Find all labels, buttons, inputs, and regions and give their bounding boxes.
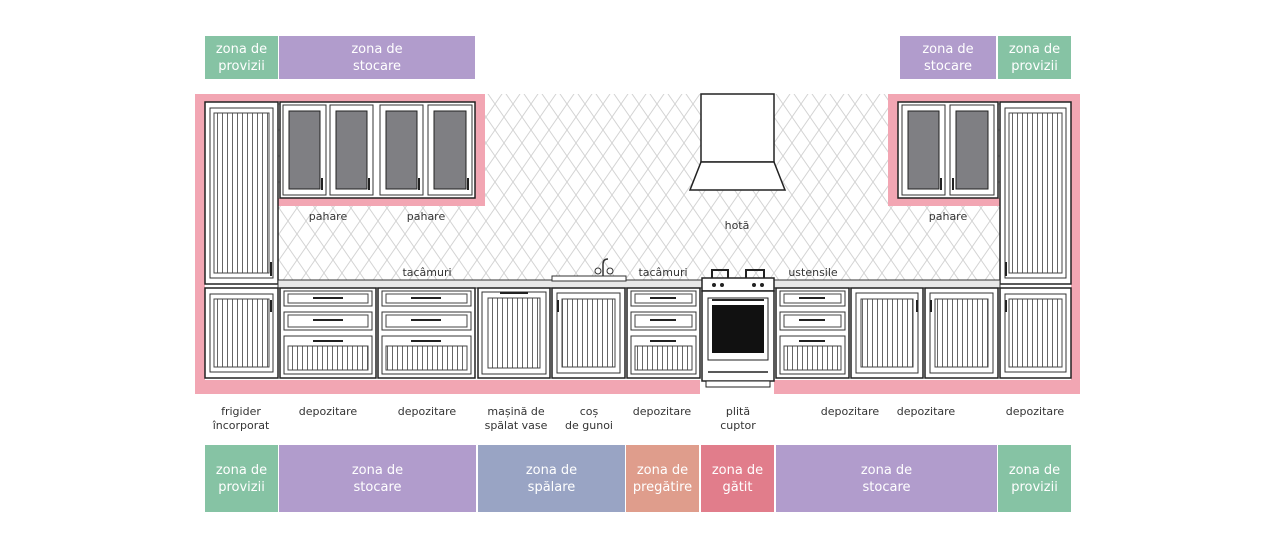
zone-label-line1: zona de <box>711 462 764 478</box>
label-frigider: frigider încorporat <box>201 405 281 433</box>
zone-label-line1: zona de <box>215 41 268 57</box>
zone-label-line1: zona de <box>1008 41 1061 57</box>
zone-label-line2: stocare <box>862 479 911 495</box>
bottom-zone-stocare-left: zona de stocare <box>279 445 476 512</box>
upper-glass-cabinets-left <box>279 101 476 199</box>
label-pahare-3: pahare <box>928 210 968 223</box>
zone-label-line1: zona de <box>1008 462 1061 478</box>
label-cos: coș de gunoi <box>554 405 624 433</box>
zone-label-line2: stocare <box>353 58 401 74</box>
top-zone-stocare-right: zona de stocare <box>900 36 996 79</box>
label-line1: coș <box>579 405 599 418</box>
top-zone-stocare-left: zona de stocare <box>279 36 475 79</box>
trash-cabinet <box>551 287 626 379</box>
countertop <box>277 279 1001 289</box>
tall-cabinet-left <box>204 101 279 285</box>
bottom-zone-provizii-right: zona de provizii <box>998 445 1071 512</box>
zone-label-line2: provizii <box>1011 58 1058 74</box>
zone-label-line2: stocare <box>924 58 972 74</box>
label-depozitare-2: depozitare <box>397 405 457 418</box>
zone-label-line1: zona de <box>525 462 578 478</box>
zone-label-line2: pregătire <box>632 479 693 495</box>
label-line2: spălat vase <box>484 419 548 432</box>
dishwasher <box>477 287 551 379</box>
label-tacamuri-2: tacâmuri <box>638 266 688 279</box>
label-depozitare-5: depozitare <box>896 405 956 418</box>
label-masina: mașină de spălat vase <box>474 405 558 433</box>
range-hood <box>688 93 787 191</box>
zone-label-line1: zona de <box>860 462 913 478</box>
base-fridge-lower-right <box>999 287 1072 379</box>
zone-label-line1: zona de <box>351 41 403 57</box>
label-pahare-1: pahare <box>308 210 348 223</box>
zone-label-line2: stocare <box>353 479 402 495</box>
label-ustensile: ustensile <box>788 266 838 279</box>
label-hota: hotă <box>724 219 750 232</box>
drawer-stack-1 <box>279 287 377 379</box>
bottom-zone-stocare-right: zona de stocare <box>776 445 997 512</box>
zone-label-line2: spălare <box>527 479 576 495</box>
base-door-cabinet-right-2 <box>924 287 999 379</box>
drawer-stack-3 <box>626 287 701 379</box>
tall-cabinet-right <box>999 101 1072 285</box>
label-depozitare-3: depozitare <box>632 405 692 418</box>
top-zone-provizii-right: zona de provizii <box>998 36 1071 79</box>
base-door-cabinet-right-1 <box>850 287 924 379</box>
bottom-zone-pregatire: zona de pregătire <box>626 445 699 512</box>
top-zone-provizii-left: zona de provizii <box>205 36 278 79</box>
upper-glass-cabinets-right <box>897 101 999 199</box>
label-depozitare-6: depozitare <box>1005 405 1065 418</box>
zone-label-line2: provizii <box>218 58 265 74</box>
label-line1: mașină de <box>487 405 545 418</box>
label-line2: cuptor <box>720 419 756 432</box>
bottom-zone-spalare: zona de spălare <box>478 445 625 512</box>
label-line2: încorporat <box>212 419 270 432</box>
label-line1: plită <box>725 405 751 418</box>
label-tacamuri-1: tacâmuri <box>402 266 452 279</box>
label-depozitare-4: depozitare <box>820 405 880 418</box>
zone-label-line2: provizii <box>1011 479 1058 495</box>
drawer-stack-4 <box>775 287 850 379</box>
highlight-frames <box>195 94 1080 394</box>
bottom-zone-gatit: zona de gătit <box>701 445 774 512</box>
label-depozitare-1: depozitare <box>298 405 358 418</box>
zone-label-line1: zona de <box>922 41 974 57</box>
zone-label-line2: provizii <box>218 479 265 495</box>
zone-label-line1: zona de <box>351 462 404 478</box>
stove-oven <box>701 269 775 388</box>
sink-faucet <box>551 258 627 282</box>
bottom-zone-provizii-left: zona de provizii <box>205 445 278 512</box>
base-fridge-lower <box>204 287 279 379</box>
zone-label-line1: zona de <box>215 462 268 478</box>
zone-label-line2: gătit <box>722 479 753 495</box>
drawer-stack-2 <box>377 287 476 379</box>
label-line1: frigider <box>221 405 261 418</box>
label-line2: de gunoi <box>565 419 613 432</box>
label-plita: plită cuptor <box>703 405 773 433</box>
label-pahare-2: pahare <box>406 210 446 223</box>
zone-label-line1: zona de <box>636 462 689 478</box>
